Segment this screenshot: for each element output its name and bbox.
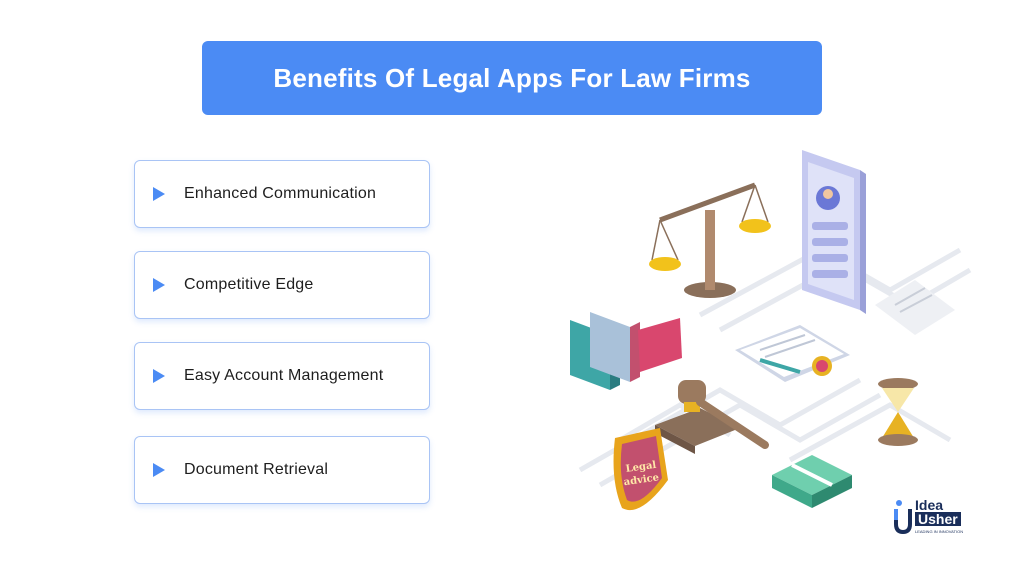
- svg-text:Legal: Legal: [625, 460, 657, 475]
- scales-of-justice-icon: [649, 182, 771, 298]
- benefit-label: Competitive Edge: [184, 276, 314, 293]
- play-arrow-icon: [153, 463, 165, 477]
- logo-line1: Idea: [915, 497, 944, 513]
- logo-u-icon: [894, 500, 912, 534]
- benefit-card-enhanced-communication: Enhanced Communication: [134, 160, 430, 228]
- play-arrow-icon: [153, 369, 165, 383]
- page-title: Benefits Of Legal Apps For Law Firms: [273, 62, 751, 93]
- play-arrow-icon: [153, 187, 165, 201]
- benefit-label: Document Retrieval: [184, 461, 329, 478]
- idea-usher-logo: Idea Usher LEADING IN INNOVATION: [893, 498, 985, 536]
- logo-line2: Usher: [915, 512, 961, 526]
- smartphone-icon: [802, 150, 866, 314]
- svg-text:advice: advice: [623, 472, 660, 488]
- benefit-label: Enhanced Communication: [184, 185, 377, 202]
- benefit-card-document-retrieval: Document Retrieval: [134, 436, 430, 504]
- play-arrow-icon: [153, 278, 165, 292]
- document-stamp-icon: [735, 325, 850, 382]
- benefit-card-competitive-edge: Competitive Edge: [134, 251, 430, 319]
- legal-illustration: Legal advice: [570, 150, 972, 511]
- legal-advice-shield-icon: Legal advice: [613, 428, 668, 511]
- certificate-icon: [875, 280, 955, 335]
- benefit-card-easy-account-management: Easy Account Management: [134, 342, 430, 410]
- gavel-icon: [655, 380, 769, 454]
- money-stack-icon: [772, 455, 852, 508]
- benefit-label: Easy Account Management: [184, 367, 384, 384]
- books-icon: [570, 312, 682, 390]
- logo-tagline: LEADING IN INNOVATION: [915, 529, 964, 534]
- title-banner: Benefits Of Legal Apps For Law Firms: [202, 41, 822, 115]
- hourglass-icon: [878, 378, 918, 446]
